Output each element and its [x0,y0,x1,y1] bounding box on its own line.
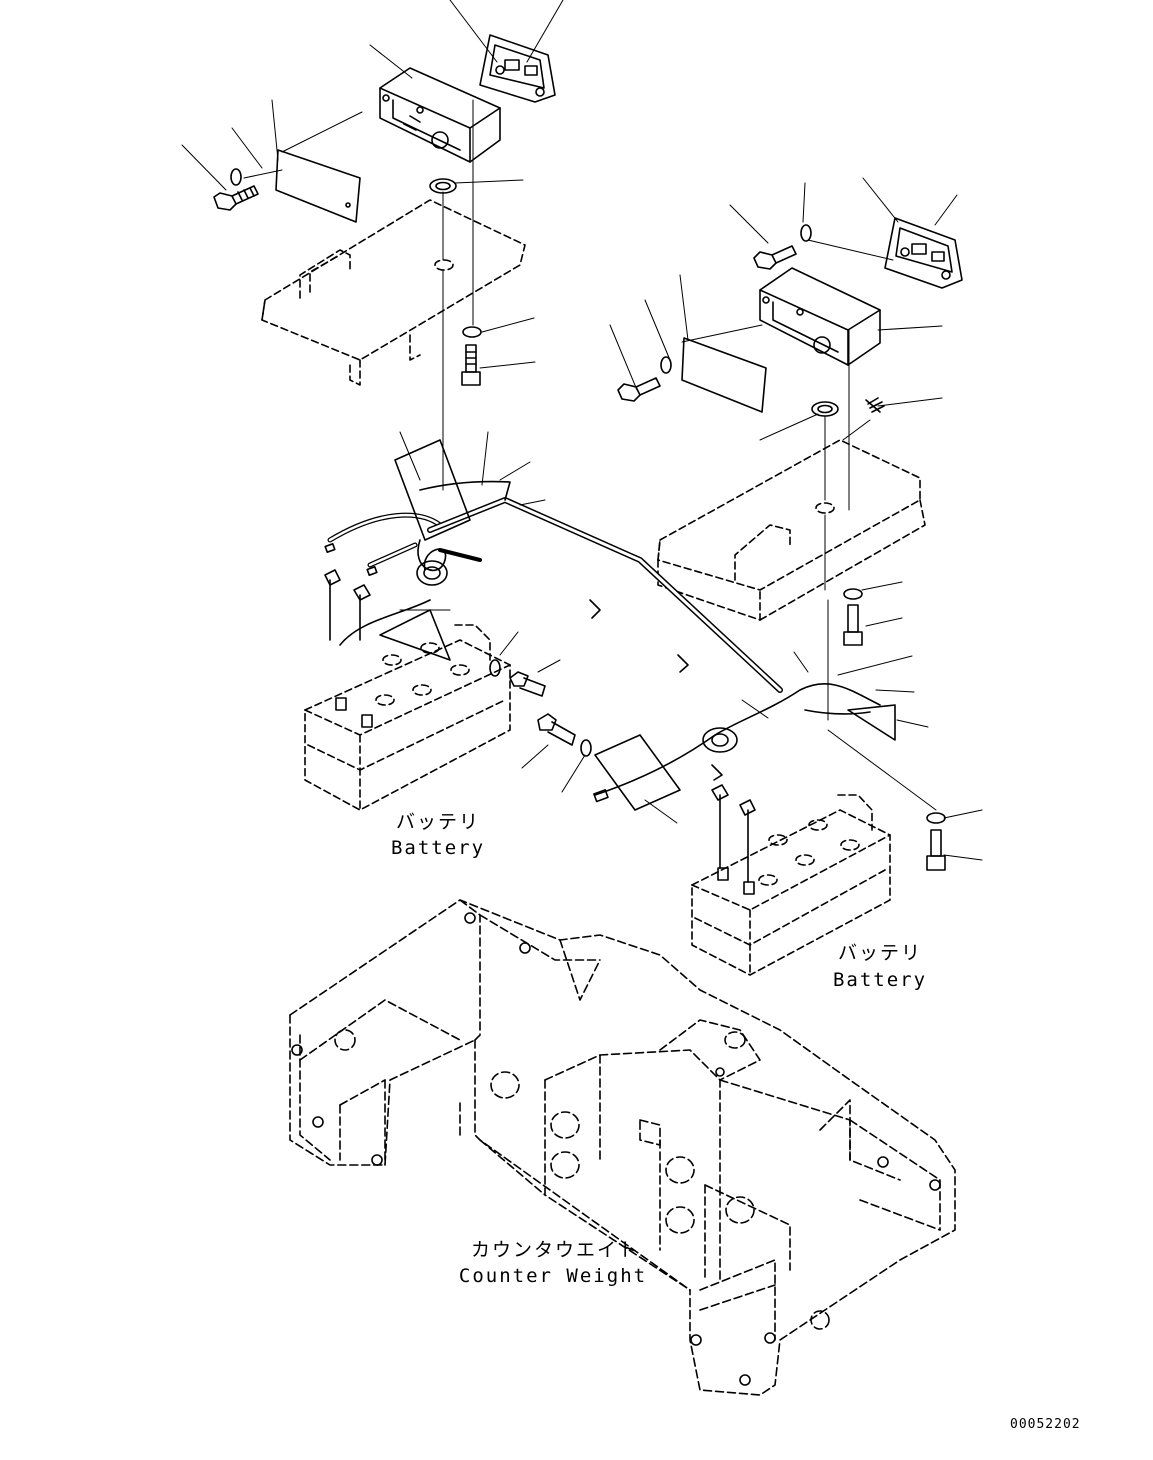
right-washer-upper [800,224,812,242]
battery-label-left-en: Battery [390,837,486,859]
left-battery [304,624,511,811]
left-washer-upper [230,168,242,186]
counterweight-label-jp: カウンタウエイト [470,1239,639,1261]
right-spring [865,397,885,413]
left-battery-terminals [324,569,373,728]
right-switch-box-assembly [617,217,963,871]
left-grommet [429,178,457,194]
right-bolt-upper [753,245,797,270]
battery-label-left-jp: バッテリ [395,811,480,833]
center-bolt-right [509,671,546,697]
right-battery-terminals [711,784,756,895]
left-bolt-upper [213,185,259,211]
right-bolt-mid [617,377,661,402]
center-washer-right [580,739,592,757]
right-connector [884,217,963,289]
counter-weight-mount-holes [291,912,941,1386]
right-switch-box [759,267,881,366]
assembly-lines [243,99,937,811]
left-bolt-lower [461,344,481,386]
right-bolt-lower [843,604,863,646]
right-grommet [811,401,839,417]
battery-label-right-en: Battery [832,969,928,991]
left-switch-box [379,67,501,163]
left-plate [275,149,361,223]
right-washer-lower [843,588,863,600]
left-washer-lower [462,326,482,338]
right-washer-bottom [926,812,946,824]
right-plate [681,337,767,413]
left-switch-box-assembly [213,34,556,386]
counter-weight [289,899,956,1396]
left-connector [479,34,556,103]
right-battery-cover [657,439,926,621]
leader-lines [181,0,983,861]
left-battery-cover [261,199,526,386]
harness-tags [379,439,896,811]
battery-label-right-jp: バッテリ [837,942,922,964]
counterweight-label-en: Counter Weight [458,1265,648,1287]
right-bolt-bottom [926,829,946,871]
right-battery [691,794,891,976]
drawing-number: 00052202 [1010,1417,1081,1432]
battery-cable-harness [324,480,881,803]
center-washer-left [489,659,501,677]
center-bolt-left [537,713,576,746]
right-washer-mid [660,356,672,374]
